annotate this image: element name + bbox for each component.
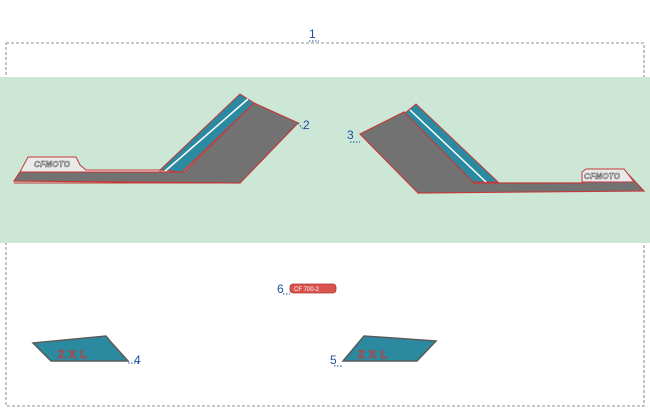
right-small-decal-body (341, 335, 438, 362)
right-decal-brand-text: CFMOTO (584, 172, 621, 181)
callout-2-label: 2 (303, 118, 310, 132)
highlight-band (0, 77, 650, 243)
left-small-decal-text: ZXL (58, 349, 91, 361)
model-badge: CF 700-2 (289, 283, 337, 294)
right-side-decal: CFMOTO (358, 103, 646, 194)
callout-6-label: 6 (277, 282, 284, 296)
callout-4-label: 4 (134, 353, 141, 367)
model-badge-text: CF 700-2 (294, 287, 320, 293)
left-small-decal-body (31, 335, 130, 362)
left-decal-logo-plate (19, 156, 161, 173)
callout-5-label: 5 (330, 353, 337, 367)
callout-3-label: 3 (347, 128, 354, 142)
right-decal-logo-plate (581, 168, 636, 183)
left-decal-white-line (163, 98, 249, 173)
callout-1-label: 1 (309, 27, 316, 41)
right-small-decal: ZXL (341, 335, 438, 362)
right-decal-white-line (409, 109, 487, 183)
model-badge-plate (289, 283, 337, 294)
left-side-decal: CFMOTO (12, 93, 300, 184)
right-small-decal-text: ZXL (358, 349, 391, 361)
left-small-decal: ZXL (31, 335, 130, 362)
left-decal-brand-text: CFMOTO (34, 160, 71, 169)
